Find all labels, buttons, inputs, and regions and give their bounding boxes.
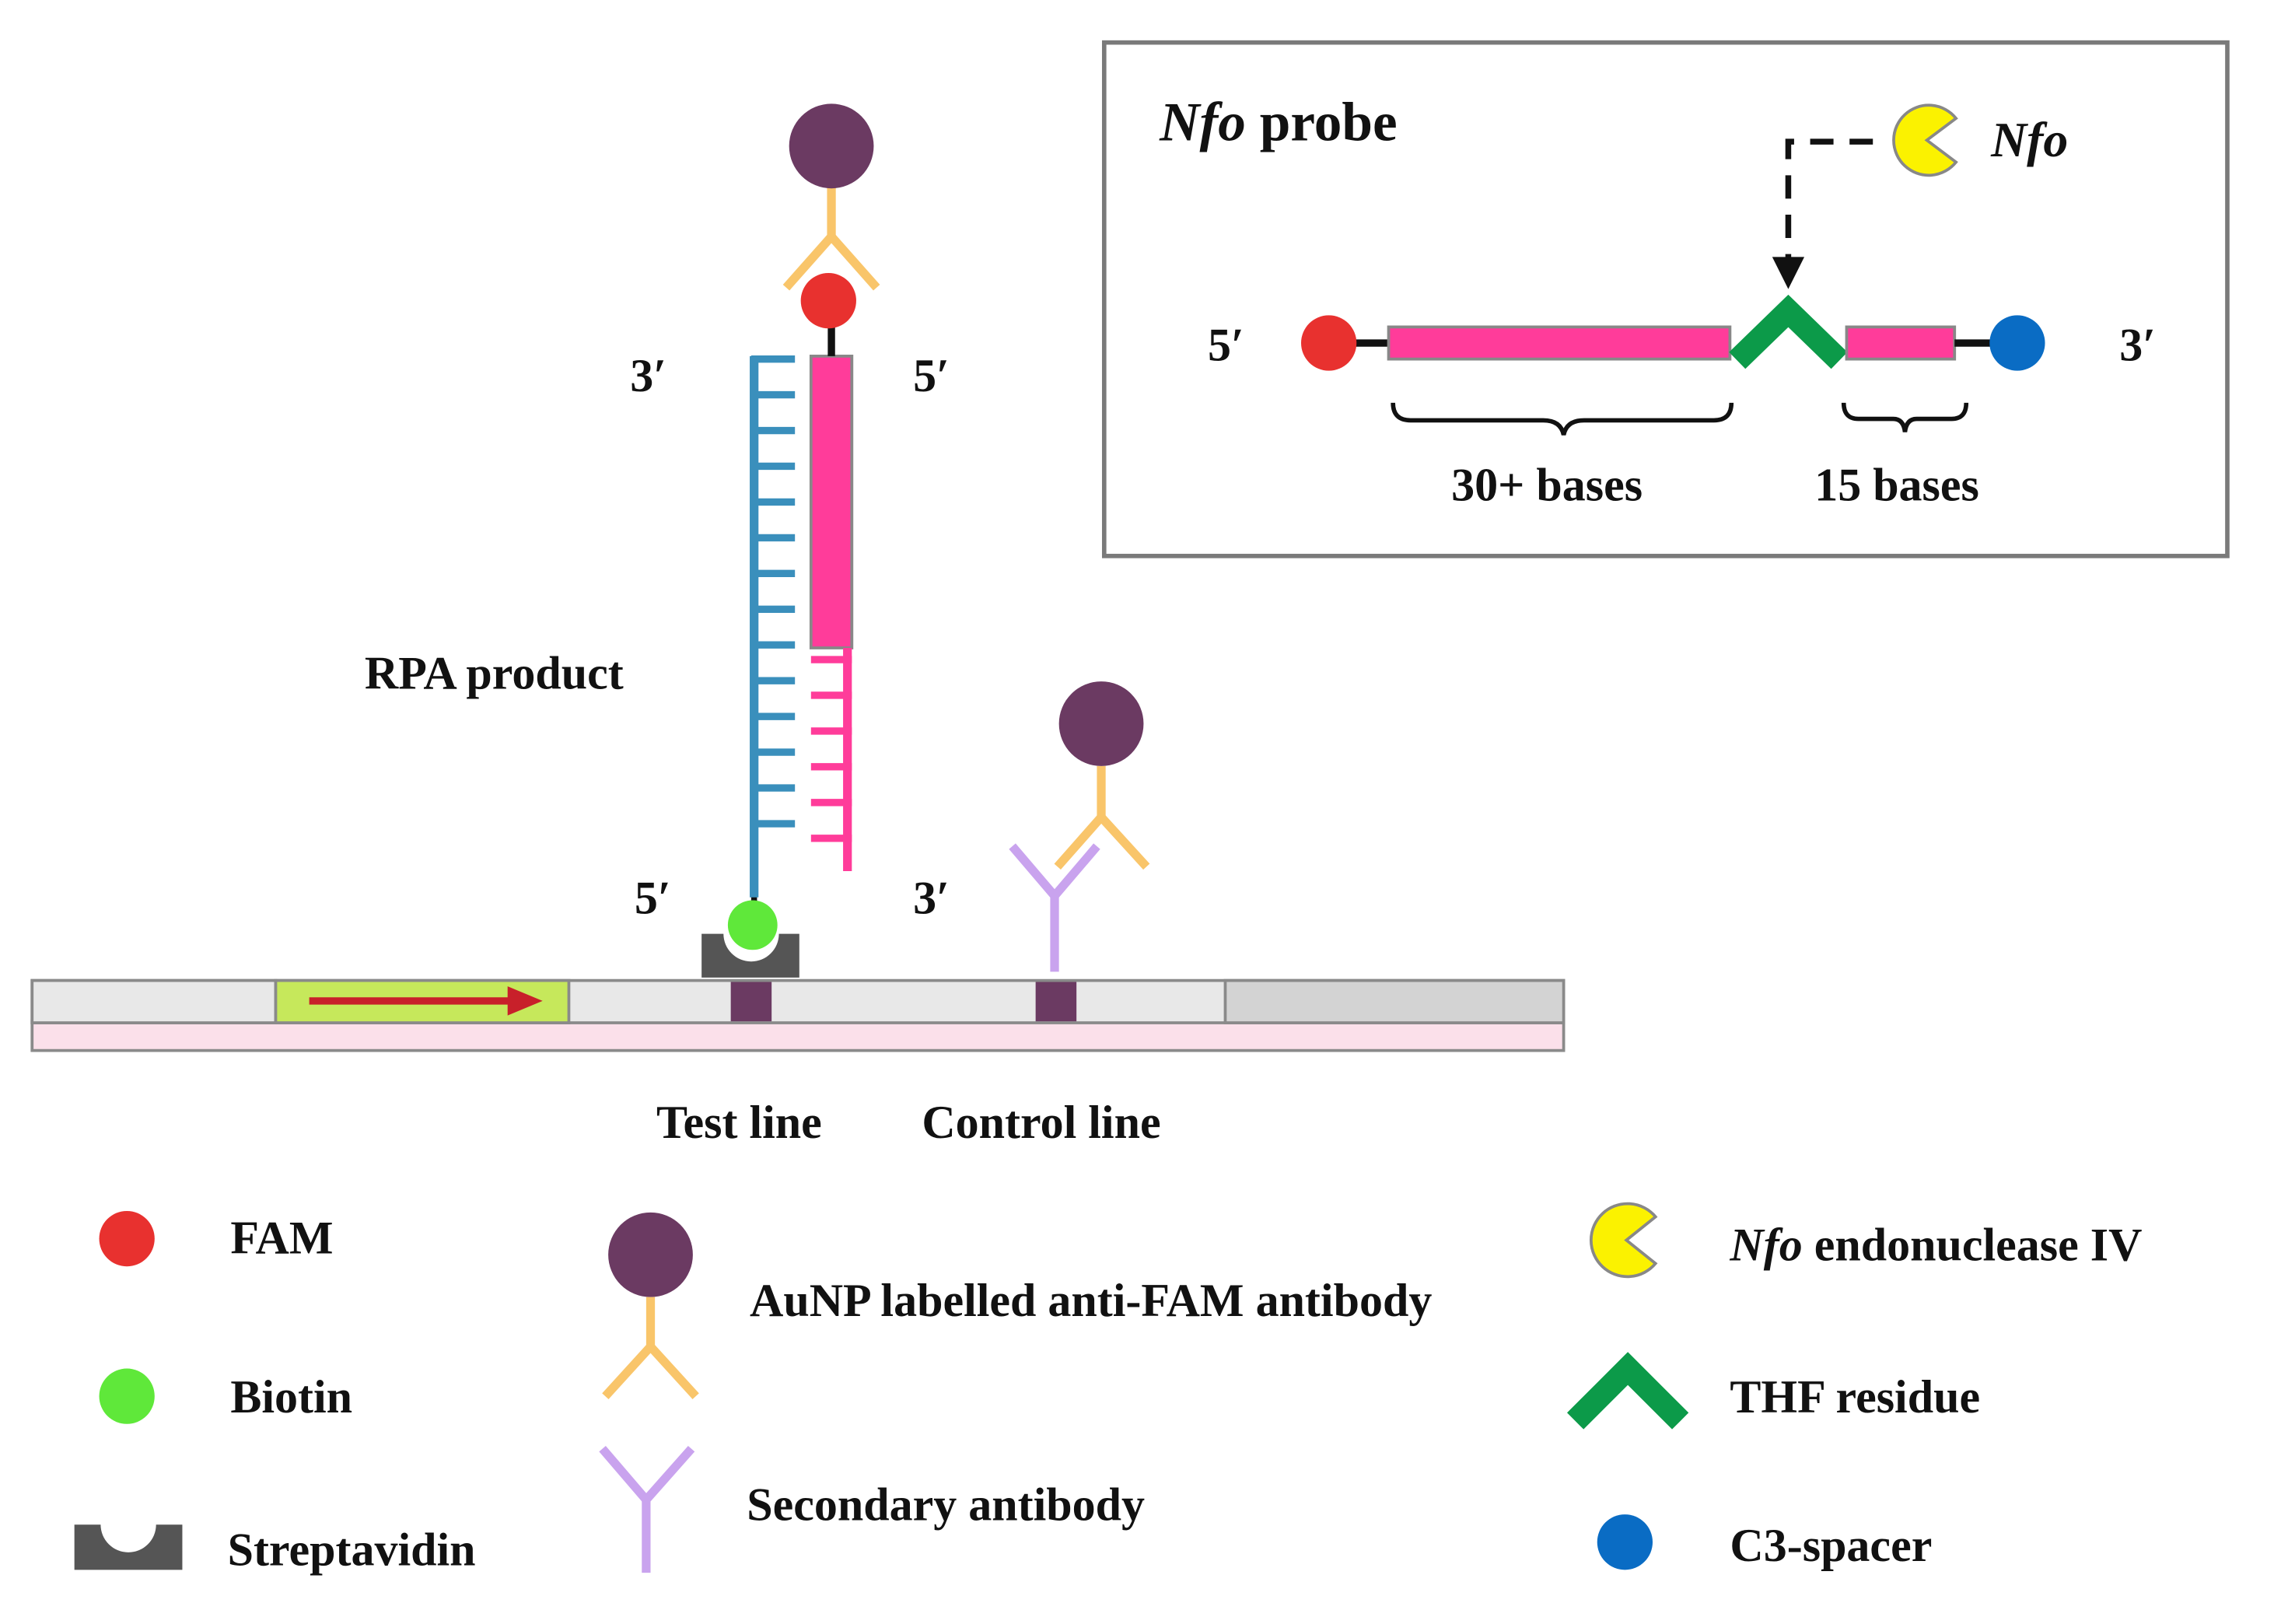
fam-icon-inset bbox=[1301, 315, 1357, 371]
strip-backing bbox=[30, 1020, 1566, 1052]
anti-fam-antibody-icon bbox=[1054, 810, 1150, 870]
aunp-icon-control bbox=[1058, 681, 1144, 766]
legend-c3-spacer-label: C3-spacer bbox=[1730, 1520, 1932, 1571]
control-line-mark bbox=[1035, 982, 1077, 1022]
absorbent-pad bbox=[1223, 978, 1566, 1024]
inset-nfo-label: Nfo bbox=[1990, 112, 2068, 167]
streptavidin-icon bbox=[701, 933, 799, 978]
prime-5-right-label: 5′ bbox=[913, 350, 950, 401]
short-segment-brace bbox=[1841, 402, 1969, 432]
aunp-icon bbox=[789, 103, 874, 189]
aunp-legend-icon bbox=[608, 1212, 693, 1297]
legend-aunp-label: AuNP labelled anti-FAM antibody bbox=[750, 1275, 1432, 1326]
test-line-mark bbox=[730, 982, 772, 1022]
biotin-legend-icon bbox=[99, 1368, 155, 1424]
bases-long-label: 30+ bases bbox=[1451, 460, 1643, 511]
streptavidin-legend-icon bbox=[74, 1524, 183, 1570]
prime-3-right-label: 3′ bbox=[913, 872, 950, 923]
sample-pad bbox=[30, 978, 278, 1024]
fam-legend-icon bbox=[99, 1210, 155, 1267]
inset-frame bbox=[1101, 40, 2230, 558]
probe-tail-bases bbox=[810, 656, 852, 842]
prime-5-left-label: 5′ bbox=[635, 872, 671, 923]
probe-strand bbox=[809, 355, 854, 649]
thf-legend-icon bbox=[1566, 1352, 1689, 1430]
nfo-probe-inset: Nfo probe Nfo 5′ 3′ 30+ bases 15 bases bbox=[1101, 40, 2230, 558]
c3-spacer-legend-icon bbox=[1597, 1514, 1653, 1570]
legend-biotin-label: Biotin bbox=[230, 1371, 352, 1423]
rpa-product bbox=[750, 272, 856, 898]
test-line-label: Test line bbox=[656, 1097, 822, 1148]
fam-icon bbox=[800, 272, 856, 329]
rpa-product-label: RPA product bbox=[365, 648, 624, 699]
nfo-cleavage-arrowhead bbox=[1772, 257, 1805, 289]
probe-short-segment bbox=[1845, 325, 1957, 361]
c3-spacer-icon-inset bbox=[1989, 315, 2045, 371]
control-line-label: Control line bbox=[922, 1097, 1160, 1148]
bases-short-label: 15 bases bbox=[1814, 460, 1979, 511]
secondary-antibody-icon bbox=[1009, 843, 1100, 903]
inset-prime-5-label: 5′ bbox=[1208, 320, 1244, 371]
legend-streptavidin-label: Streptavidin bbox=[228, 1524, 476, 1576]
flow-arrow-head bbox=[507, 986, 543, 1016]
lateral-flow-strip bbox=[30, 978, 1566, 1052]
nfo-cleavage-arrow bbox=[1785, 138, 1873, 261]
legend: FAM Biotin Streptavidin AuNP labelled an… bbox=[74, 1202, 2142, 1576]
inset-prime-3-label: 3′ bbox=[2119, 320, 2156, 371]
prime-3-left-label: 3′ bbox=[630, 350, 666, 401]
legend-nfo-label: Nfo endonuclease IV bbox=[1729, 1220, 2142, 1271]
nfo-icon-inset bbox=[1892, 103, 1958, 177]
long-segment-brace bbox=[1391, 402, 1734, 436]
anti-fam-antibody-legend-icon bbox=[602, 1340, 699, 1399]
thf-icon-inset bbox=[1729, 294, 1848, 369]
inset-title: Nfo probe bbox=[1159, 91, 1398, 152]
nfo-legend-icon bbox=[1590, 1202, 1658, 1279]
aunp-antibody-top bbox=[782, 103, 880, 291]
legend-secondary-antibody-label: Secondary antibody bbox=[747, 1479, 1145, 1531]
control-line-complex bbox=[1009, 681, 1150, 972]
legend-thf-label: THF residue bbox=[1730, 1371, 1980, 1423]
legend-fam-label: FAM bbox=[230, 1212, 333, 1263]
probe-long-segment bbox=[1387, 325, 1732, 361]
rpa-strand-bases bbox=[750, 355, 796, 828]
biotin-icon bbox=[727, 900, 778, 950]
secondary-antibody-legend-icon bbox=[599, 1445, 695, 1507]
